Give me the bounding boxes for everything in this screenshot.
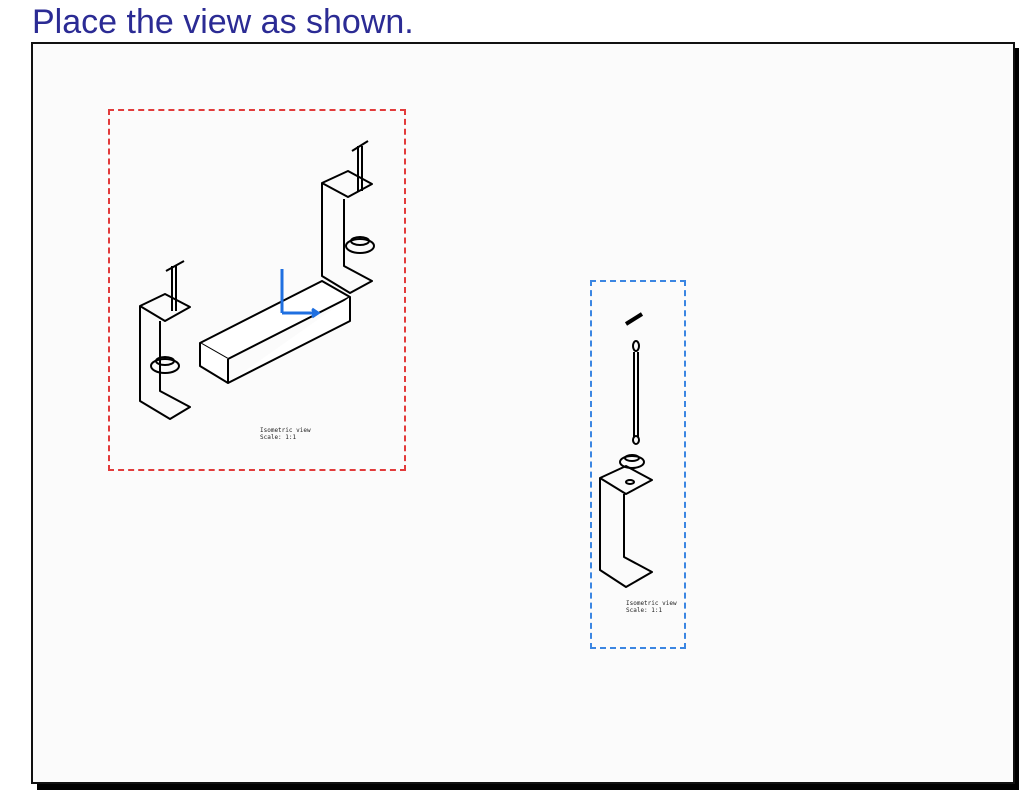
- isometric-view-assembly[interactable]: Isometric view Scale: 1:1: [108, 109, 406, 471]
- axis-triad-icon: [280, 269, 321, 319]
- view-caption-title: Isometric view: [626, 600, 677, 607]
- assembly-drawing: [139, 140, 375, 420]
- clamp-body: [599, 478, 653, 588]
- isometric-view-clamp[interactable]: Isometric view Scale: 1:1: [590, 280, 686, 649]
- view-caption-scale: Scale: 1:1: [260, 434, 297, 441]
- view-caption-title: Isometric view: [260, 427, 311, 434]
- left-clamp: [139, 306, 191, 420]
- clamp-drawing: [599, 312, 653, 588]
- right-clamp: [321, 183, 373, 294]
- view-caption-scale: Scale: 1:1: [626, 607, 663, 614]
- drawing-sheet[interactable]: Isometric view Scale: 1:1 Isometric view…: [31, 42, 1015, 784]
- instruction-text: Place the view as shown.: [32, 3, 414, 41]
